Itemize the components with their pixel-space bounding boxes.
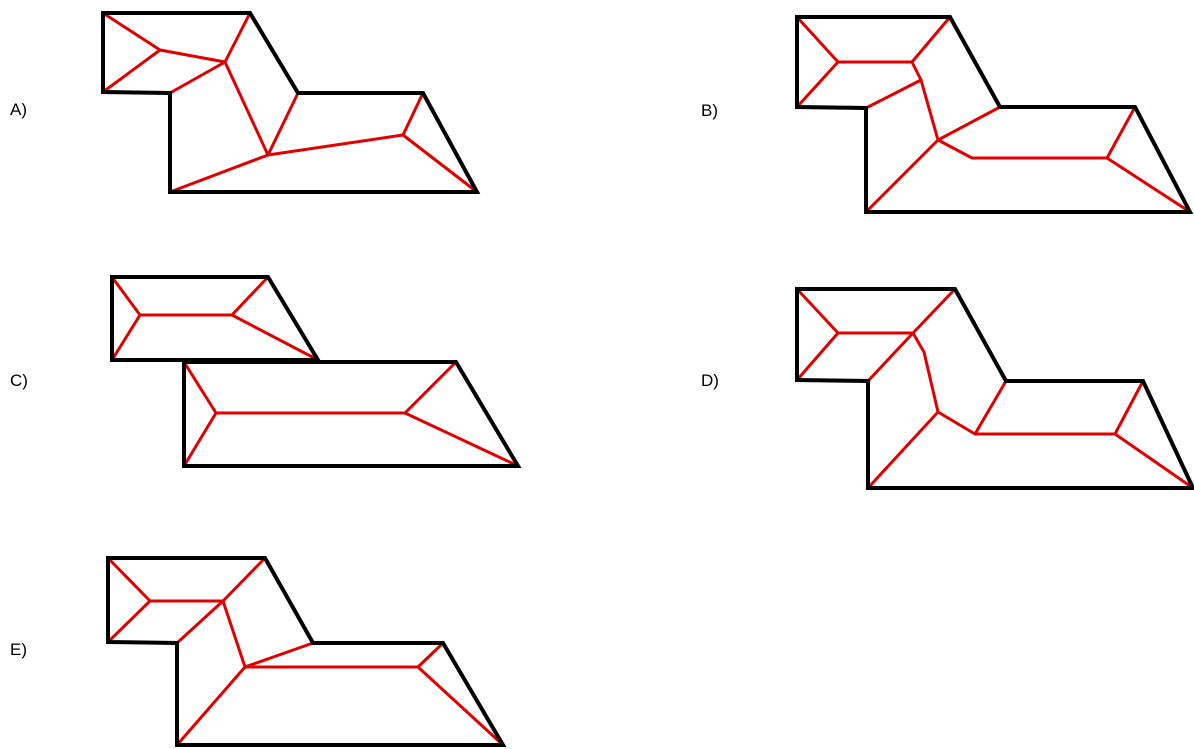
figure-d-skeleton-path bbox=[1113, 432, 1194, 490]
figure-b-skeleton-path bbox=[1105, 156, 1192, 214]
figure-e-skeleton bbox=[106, 556, 152, 644]
figure-e-skeleton-path bbox=[416, 665, 505, 747]
figure-d-skeleton-path bbox=[866, 331, 940, 490]
figure-e-skeleton-path bbox=[175, 599, 247, 747]
figure-a-outline bbox=[101, 11, 481, 194]
option-a-label: A) bbox=[10, 100, 27, 119]
figure-a-skeleton-path bbox=[168, 153, 270, 194]
figure-c-skeleton-path bbox=[214, 360, 458, 415]
figure-e-skeleton-path bbox=[175, 599, 225, 645]
figure-e-outline bbox=[106, 556, 507, 747]
option-b-label: B) bbox=[701, 101, 718, 120]
figure-d-skeleton-path bbox=[866, 331, 915, 383]
figure-e-skeleton-path bbox=[243, 641, 315, 669]
figure-b-outline bbox=[795, 15, 1194, 214]
figure-e bbox=[106, 556, 507, 747]
figure-a-skeleton-path bbox=[168, 60, 227, 95]
figure-c-skeleton-path bbox=[230, 313, 320, 362]
figure-a-skeleton bbox=[101, 11, 162, 94]
figure-c-skeleton-path bbox=[403, 411, 520, 468]
option-c-label: C) bbox=[10, 371, 28, 390]
figure-d-outline bbox=[795, 287, 1194, 490]
figure-a-skeleton-path bbox=[158, 11, 252, 64]
figure-a-skeleton-path bbox=[401, 133, 479, 194]
figure-a bbox=[101, 11, 481, 194]
figure-d-skeleton-path bbox=[936, 379, 1008, 436]
figure-b-skeleton-path bbox=[864, 60, 923, 110]
figure-c-skeleton-path bbox=[138, 275, 270, 317]
figure-b-skeleton bbox=[795, 15, 840, 109]
figure-e-skeleton-path bbox=[148, 556, 267, 603]
figure-c-outline-bottom bbox=[182, 360, 522, 468]
figure-c-skeleton-path bbox=[182, 360, 218, 468]
figure-b-skeleton-path bbox=[864, 138, 940, 214]
figure-a-skeleton-path bbox=[266, 91, 425, 157]
figure-d-skeleton-path bbox=[836, 287, 957, 335]
figure-d-skeleton bbox=[795, 287, 840, 382]
figure-b bbox=[795, 15, 1194, 214]
option-e-label: E) bbox=[10, 640, 27, 659]
figure-c bbox=[110, 275, 522, 468]
figure-b-skeleton-path bbox=[836, 15, 952, 64]
figure-d bbox=[795, 287, 1194, 490]
figure-b-skeleton-path bbox=[936, 105, 1137, 160]
option-d-label: D) bbox=[701, 371, 719, 390]
figure-c-skeleton bbox=[110, 275, 142, 362]
figure-c-outline-top bbox=[110, 275, 322, 362]
